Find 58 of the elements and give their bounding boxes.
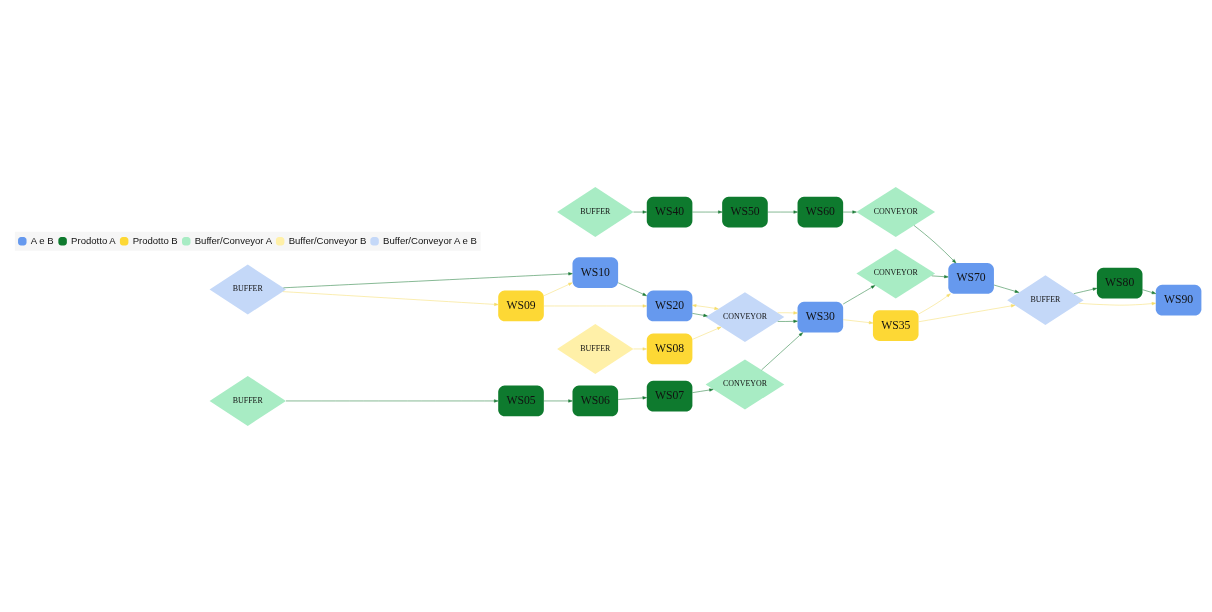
- arrow: [543, 282, 573, 296]
- node-box: WS09: [498, 290, 544, 321]
- node-box: WS20: [646, 290, 693, 321]
- arrow: [918, 303, 1016, 322]
- arrow: [913, 224, 957, 263]
- node-diamond: BUFFER: [557, 323, 634, 374]
- node-diamond: BUFFER: [209, 264, 286, 314]
- legend-label: Buffer/Conveyor B: [288, 234, 367, 246]
- node-box: WS35: [872, 309, 919, 341]
- legend-label: Prodotto B: [132, 234, 178, 246]
- node-box: WS50: [722, 196, 768, 227]
- node-box: WS05: [498, 385, 544, 416]
- arrow: [918, 293, 951, 314]
- arrow: [777, 319, 798, 323]
- arrow: [993, 284, 1020, 293]
- arrow: [692, 303, 719, 310]
- arrow: [282, 290, 499, 306]
- arrow: [777, 310, 798, 314]
- node-box: WS70: [948, 262, 994, 294]
- node-box: WS07: [646, 380, 693, 412]
- node-box: WS90: [1155, 284, 1202, 315]
- node-diamond: BUFFER: [209, 375, 286, 426]
- arrow: [842, 284, 876, 304]
- arrow: [617, 395, 647, 400]
- arrow: [692, 210, 723, 214]
- legend-label: Prodotto A: [71, 234, 116, 246]
- node-box: WS30: [797, 301, 844, 332]
- node-diamond: BUFFER: [557, 186, 634, 237]
- arrow: [761, 331, 803, 370]
- arrow: [543, 303, 647, 308]
- node-diamond: CONVEYOR: [856, 248, 936, 299]
- arrow: [285, 398, 499, 402]
- arrow: [543, 398, 573, 402]
- arrow: [1073, 287, 1098, 294]
- node-box: WS40: [646, 196, 693, 227]
- arrow: [617, 282, 647, 296]
- legend-label: A e B: [30, 234, 54, 246]
- node-box: WS08: [646, 333, 693, 364]
- node-box: WS80: [1096, 267, 1143, 299]
- node-diamond: CONVEYOR: [856, 186, 936, 237]
- arrow: [1142, 288, 1156, 294]
- arrow: [842, 318, 874, 324]
- arrow: [283, 271, 573, 288]
- legend-label: Buffer/Conveyor A: [194, 234, 273, 246]
- arrow: [767, 210, 798, 214]
- arrow: [633, 210, 647, 214]
- arrow: [692, 387, 714, 393]
- node-box: WS10: [572, 256, 619, 288]
- arrow: [1078, 301, 1156, 305]
- node-box: WS06: [572, 385, 619, 416]
- arrow: [633, 346, 647, 350]
- node-box: WS60: [797, 196, 844, 227]
- arrow: [692, 312, 708, 317]
- arrow: [692, 326, 722, 340]
- legend-label: Buffer/Conveyor A e B: [383, 234, 477, 246]
- arrow: [931, 274, 949, 278]
- arrow: [842, 210, 857, 214]
- node-diamond: CONVEYOR: [705, 359, 785, 409]
